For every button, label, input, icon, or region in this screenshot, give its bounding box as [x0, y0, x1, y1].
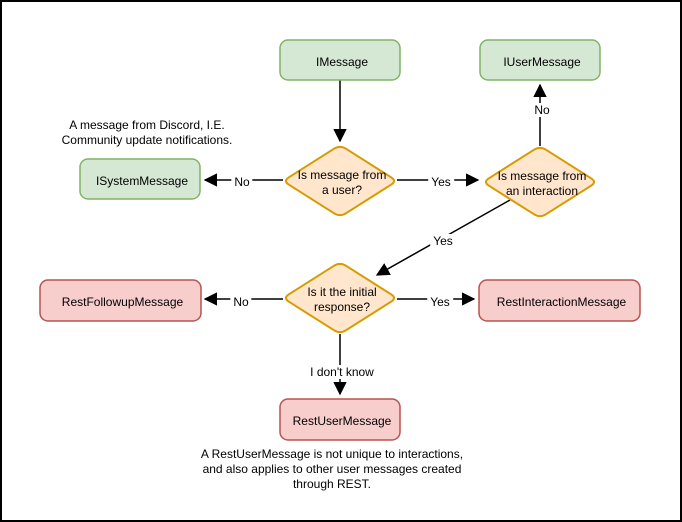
is-message-from-user-diamond: [284, 145, 396, 217]
isystemmessage-node: [79, 158, 201, 200]
edge-interaction-question-yes-to-initial-question: [375, 199, 511, 276]
edge-group: [203, 79, 547, 396]
is-initial-response-diamond: [284, 262, 396, 334]
iusermessage-node: [479, 39, 601, 81]
restinteractionmessage-node: [478, 279, 641, 322]
node-shapes: [39, 39, 641, 441]
restfollowupmessage-node: [39, 279, 202, 322]
is-message-from-interaction-diamond: [484, 146, 596, 218]
restusermessage-node: [279, 398, 401, 441]
imessage-node: [279, 39, 401, 81]
